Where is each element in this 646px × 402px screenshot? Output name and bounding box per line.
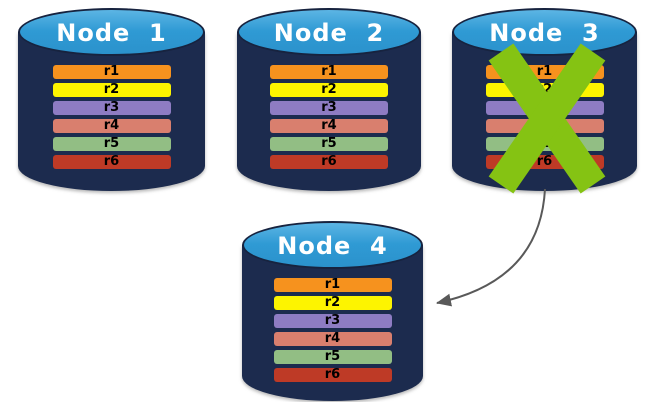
replica-bar-r5: r5 <box>485 137 604 151</box>
replica-bar-r3: r3 <box>273 314 392 328</box>
replica-bar-r1: r1 <box>273 278 392 292</box>
cylinder-top: Node 2 <box>237 8 421 56</box>
cylinder-top: Node 4 <box>242 221 423 269</box>
replica-bar-r4: r4 <box>485 119 604 133</box>
node-1-cylinder: Node 1 r1 r2 r3 r4 r5 r6 <box>18 8 205 191</box>
replica-bar-stack: r1 r2 r3 r4 r5 r6 <box>52 65 171 169</box>
replica-bar-r2: r2 <box>52 83 171 97</box>
replica-bar-r4: r4 <box>270 119 388 133</box>
replica-bar-r1: r1 <box>270 65 388 79</box>
cylinder-top: Node 1 <box>18 8 205 56</box>
replica-bar-r5: r5 <box>273 350 392 364</box>
replica-bar-r5: r5 <box>52 137 171 151</box>
replica-bar-stack: r1 r2 r3 r4 r5 r6 <box>485 65 604 169</box>
replica-bar-r6: r6 <box>485 155 604 169</box>
replica-bar-r2: r2 <box>273 296 392 310</box>
replica-bar-r6: r6 <box>52 155 171 169</box>
replica-bar-stack: r1 r2 r3 r4 r5 r6 <box>273 278 392 382</box>
replica-bar-r4: r4 <box>52 119 171 133</box>
node-title: Node 3 <box>489 18 600 47</box>
replica-bar-r1: r1 <box>52 65 171 79</box>
replica-bar-stack: r1 r2 r3 r4 r5 r6 <box>270 65 388 169</box>
replica-bar-r1: r1 <box>485 65 604 79</box>
replica-bar-r6: r6 <box>273 368 392 382</box>
replica-bar-r2: r2 <box>485 83 604 97</box>
replica-bar-r3: r3 <box>270 101 388 115</box>
replica-bar-r4: r4 <box>273 332 392 346</box>
node-3-cylinder: Node 3 r1 r2 r3 r4 r5 r6 <box>452 8 637 194</box>
node-4-cylinder: Node 4 r1 r2 r3 r4 r5 r6 <box>242 221 423 401</box>
arrow-path <box>436 188 546 307</box>
replica-bar-r5: r5 <box>270 137 388 151</box>
node-title: Node 1 <box>56 18 167 47</box>
node-2-cylinder: Node 2 r1 r2 r3 r4 r5 r6 <box>237 8 421 191</box>
replica-bar-r2: r2 <box>270 83 388 97</box>
replica-bar-r3: r3 <box>485 101 604 115</box>
replica-bar-r6: r6 <box>270 155 388 169</box>
node-title: Node 2 <box>273 18 385 47</box>
cylinder-top: Node 3 <box>452 8 637 56</box>
replica-bar-r3: r3 <box>52 101 171 115</box>
node-title: Node 4 <box>277 231 388 260</box>
